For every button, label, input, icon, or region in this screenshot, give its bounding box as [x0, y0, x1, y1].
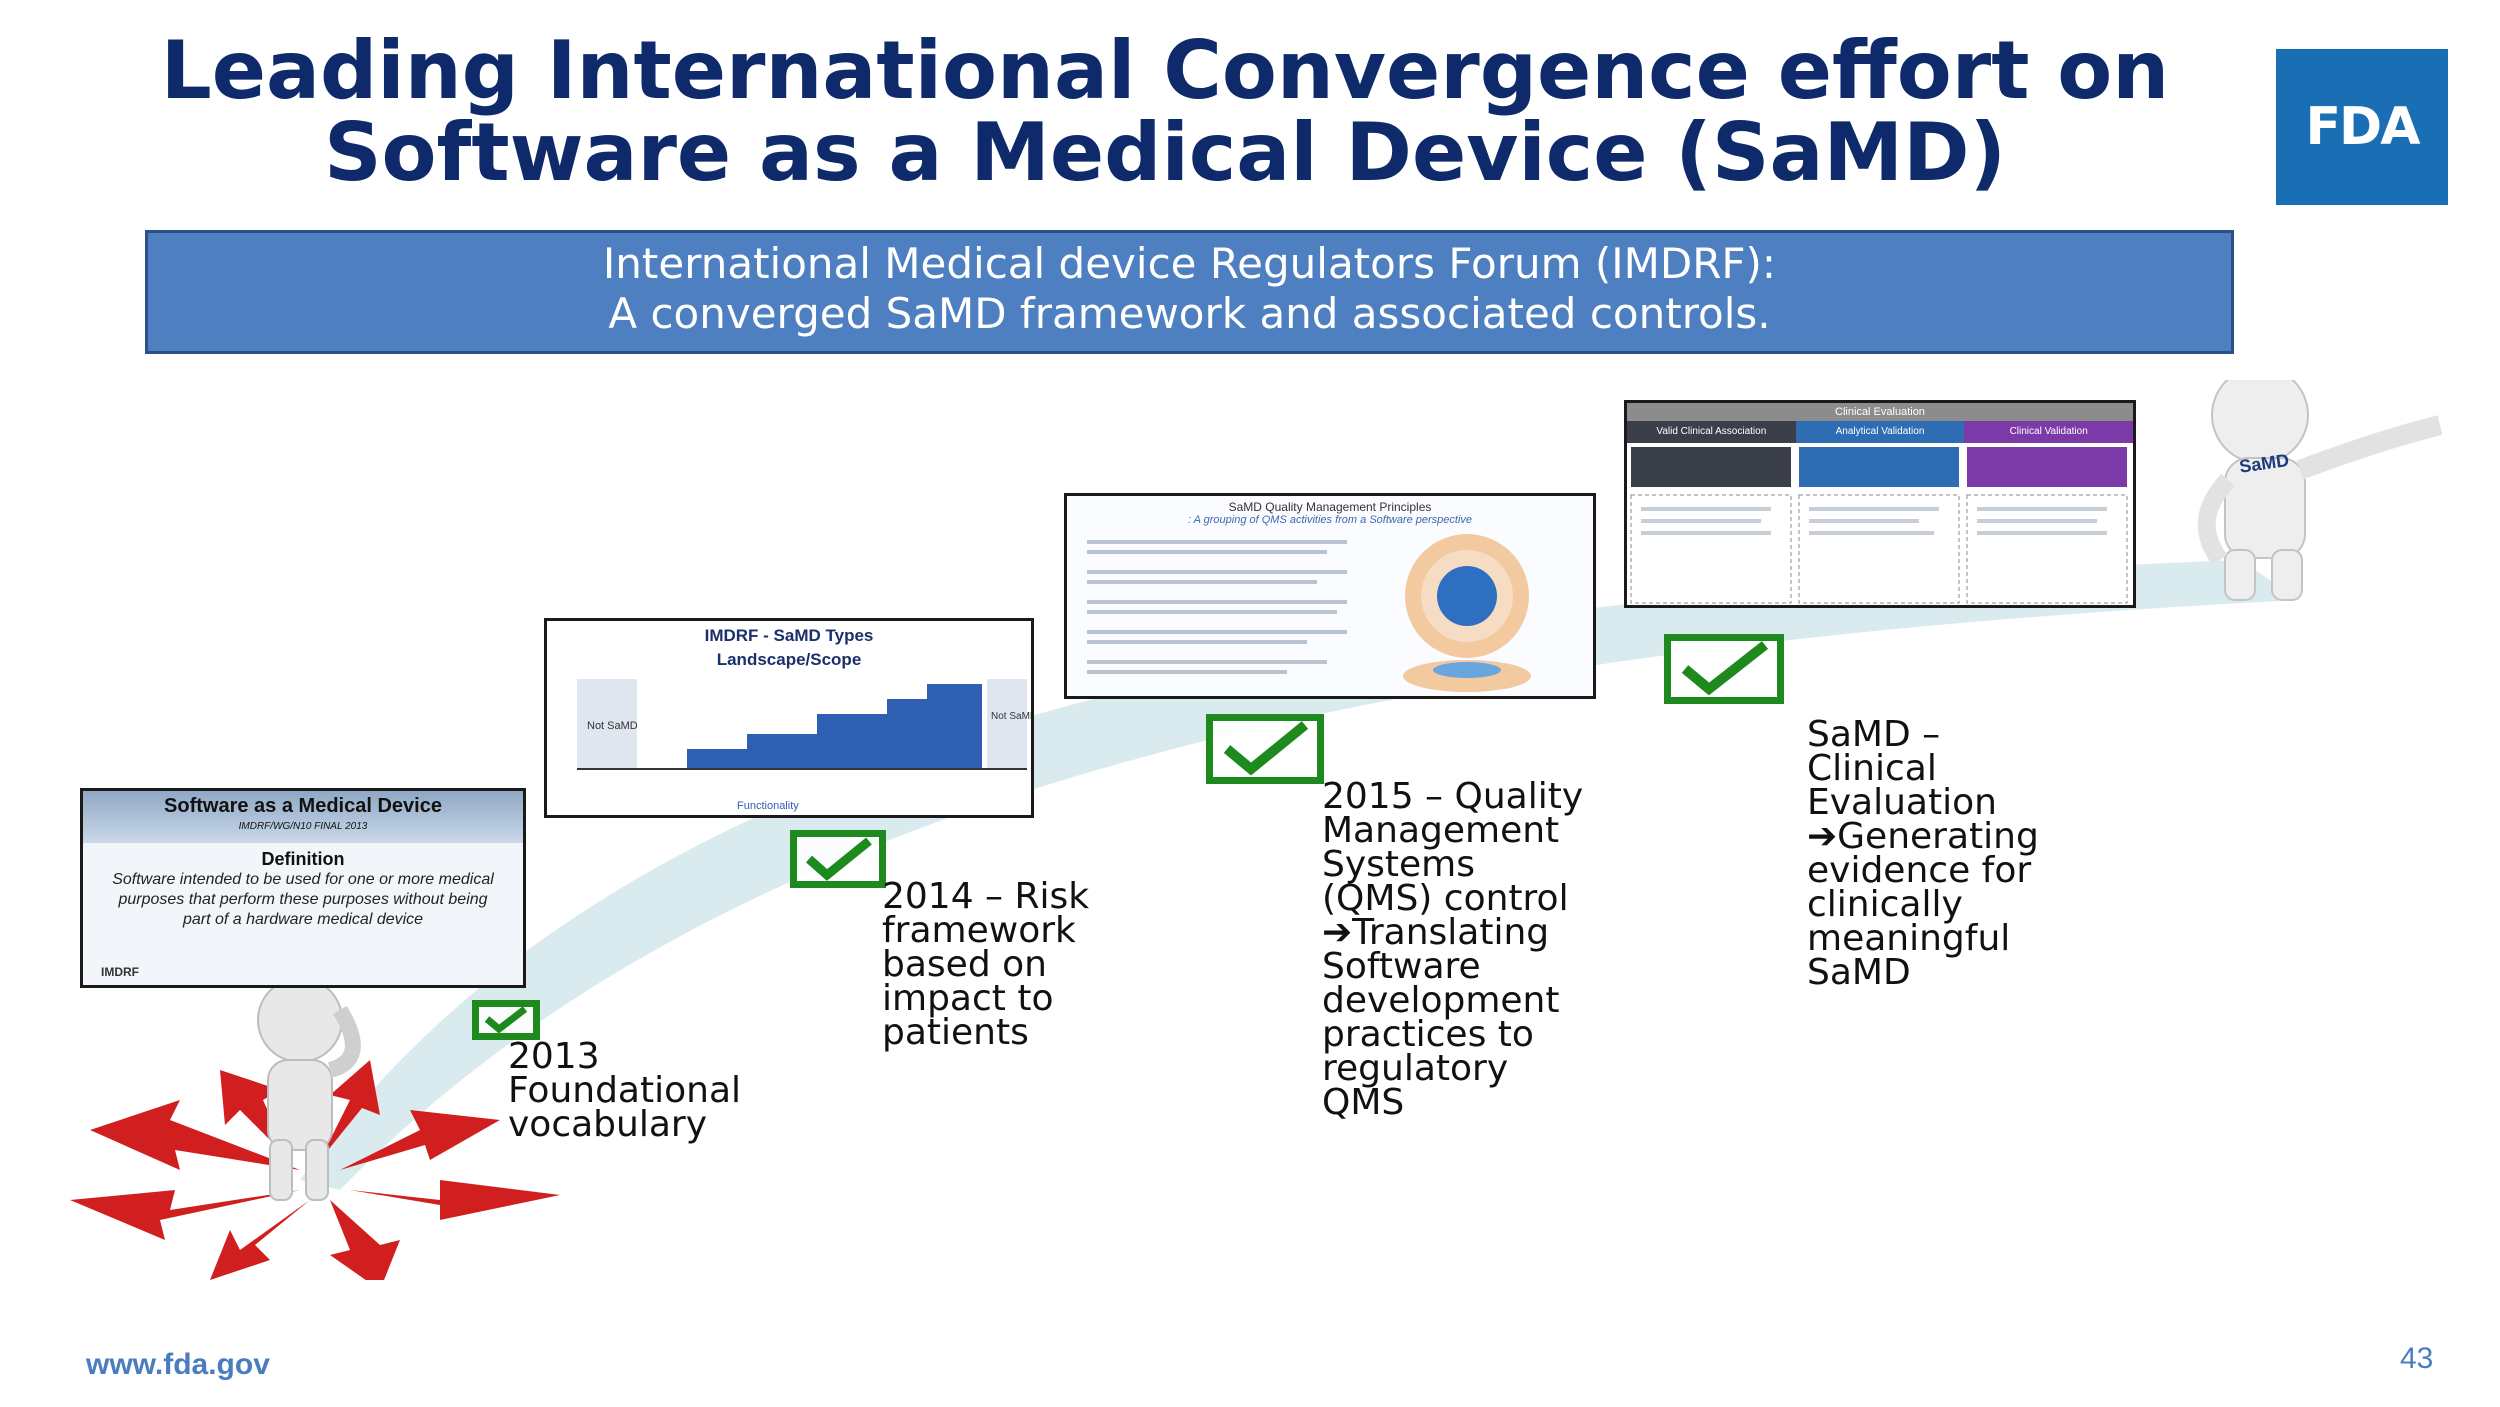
imdrf-banner: International Medical device Regulators … — [145, 230, 2234, 354]
banner-line-1: International Medical device Regulators … — [602, 239, 1777, 288]
types-right-label: Not SaMD — [991, 711, 1031, 722]
types-title-2: Landscape/Scope — [716, 650, 862, 669]
qms-core-hexagons-icon — [1437, 566, 1497, 626]
banner-line-2: A converged SaMD framework and associate… — [608, 289, 1771, 338]
types-staircase-chart: Not SaMD Not SaMD Functionality — [577, 679, 1031, 812]
slide-title: Leading International Convergence effort… — [100, 30, 2230, 194]
milestone-clinical-text: SaMD – Clinical Evaluation ➔Generating e… — [1807, 714, 2039, 993]
types-title-1: IMDRF - SaMD Types — [704, 626, 874, 645]
title-line-1: Leading International Convergence effort… — [160, 24, 2170, 117]
title-line-2: Software as a Medical Device (SaMD) — [323, 106, 2007, 199]
clinical-col-1: Valid Clinical Association — [1627, 421, 1796, 443]
qms-diagram — [1087, 534, 1531, 692]
clinical-col-3: Clinical Validation — [1964, 421, 2133, 443]
definition-title: Definition — [261, 849, 345, 869]
type-iii-step — [817, 714, 887, 769]
type-i-step — [687, 749, 747, 769]
milestone-2014-text: 2014 – Risk framework based on impact to… — [882, 876, 1090, 1053]
samd-types-thumbnail: IMDRF - SaMD Types Landscape/Scope Not S… — [544, 618, 1034, 818]
imdrf-logo: IMDRF — [101, 965, 139, 979]
definition-body: Software intended to be used for one or … — [112, 871, 494, 928]
definition-subheader: IMDRF/WG/N10 FINAL 2013 — [238, 821, 368, 832]
page-number: 43 — [2400, 1342, 2434, 1375]
footer-url[interactable]: www.fda.gov — [86, 1348, 270, 1381]
check-icon-clinical — [1664, 634, 1784, 704]
milestone-2013-text: 2013 Foundational vocabulary — [508, 1036, 742, 1145]
types-left-label: Not SaMD — [587, 720, 638, 732]
qms-subtitle: : A grouping of QMS activities from a So… — [1187, 514, 1473, 526]
check-icon-2015 — [1206, 714, 1324, 784]
clinical-table-body — [1630, 447, 2128, 604]
fda-logo: FDA — [2276, 49, 2448, 205]
clinical-col-2: Analytical Validation — [1795, 421, 1965, 443]
qms-principles-thumbnail: SaMD Quality Management Principles : A g… — [1064, 493, 1596, 699]
presenting-person-icon — [2197, 380, 2443, 601]
clinical-evaluation-thumbnail: Clinical Evaluation Valid Clinical Assoc… — [1624, 400, 2136, 608]
qms-title: SaMD Quality Management Principles — [1228, 500, 1432, 514]
check-icon-2013 — [472, 1000, 540, 1040]
check-icon-2014 — [790, 830, 886, 888]
types-axis-label: Functionality — [737, 800, 799, 812]
samd-definition-thumbnail: Software as a Medical Device IMDRF/WG/N1… — [80, 788, 526, 988]
definition-header: Software as a Medical Device IMDRF/WG/N1… — [83, 791, 523, 843]
type-ii-step — [747, 734, 817, 769]
milestone-2015-text: 2015 – Quality Management Systems (QMS) … — [1322, 776, 1584, 1123]
type-iv-step — [927, 684, 982, 769]
clinical-title: Clinical Evaluation — [1627, 403, 2133, 421]
definition-header-text: Software as a Medical Device — [164, 795, 442, 817]
